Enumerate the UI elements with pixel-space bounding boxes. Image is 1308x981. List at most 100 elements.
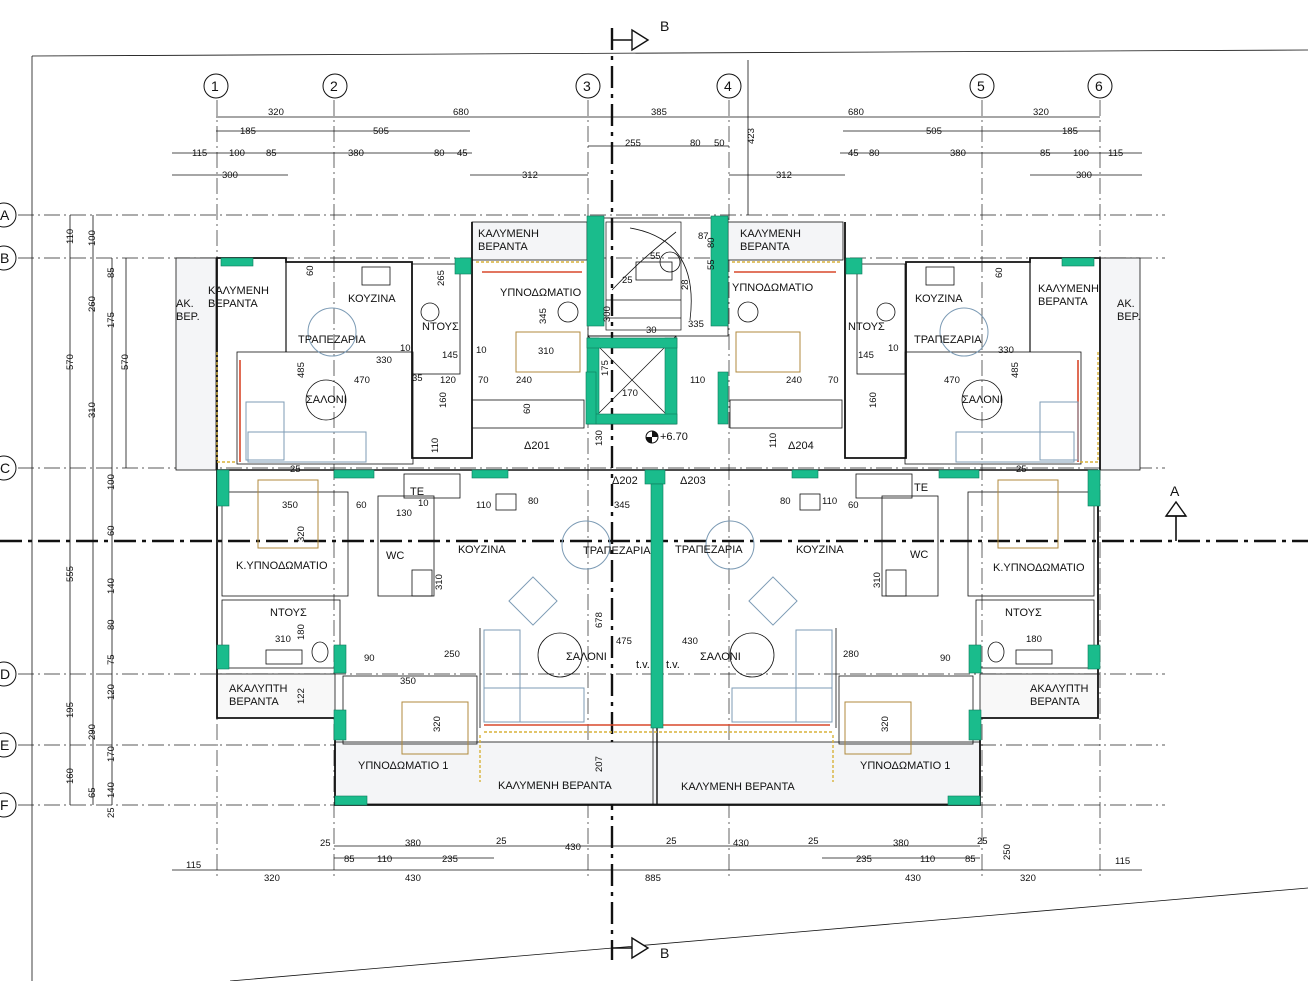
dim: 30: [646, 325, 657, 336]
dim: 60: [994, 267, 1005, 278]
dim: 170: [622, 388, 638, 399]
room-label: ΚΑΛΥΜΕΝΗ ΒΕΡΑΝΤΑ: [498, 780, 612, 792]
room-label: ΣΑΛΟΝΙ: [700, 651, 741, 663]
dim: 485: [296, 362, 307, 378]
dim: 85: [106, 267, 117, 278]
dim: 85: [1040, 148, 1051, 159]
room-label: ΚΟΥΖΙΝΑ: [348, 293, 396, 305]
room-label: ΥΠΝΟΔΩΜΑΤΙΟ: [732, 282, 814, 294]
room-label: ΒΕΡ.: [176, 311, 200, 323]
dim: 80: [106, 619, 117, 630]
axis-label-A: A: [0, 207, 10, 223]
axis-label-1: 1: [211, 78, 219, 94]
bottom-dimensions: 25 380 25 430 25 430 25 380 25 250 85 11…: [186, 836, 1130, 884]
axis-label-D: D: [0, 666, 10, 682]
dim: 310: [538, 346, 554, 357]
room-label: ΒΕΡ.: [1117, 311, 1141, 323]
room-label: Δ201: [524, 440, 550, 452]
dim: 430: [405, 873, 421, 884]
room-label: ΤΡΑΠΕΖΑΡΙΑ: [914, 334, 982, 346]
room-label: ΚΑΛΥΜΕΝΗ: [208, 285, 269, 297]
room-label: Δ204: [788, 440, 814, 452]
axis-bubbles-left: [0, 202, 17, 818]
axis-label-6: 6: [1095, 78, 1103, 94]
dim: 185: [240, 126, 256, 137]
top-dimensions: 320 680 385 680 320 185 505 505 185 115 …: [192, 107, 1123, 181]
dim: 60: [522, 403, 533, 414]
dim: 475: [616, 636, 632, 647]
dim: 110: [430, 438, 441, 453]
room-label: ΒΕΡΑΝΤΑ: [1030, 696, 1080, 708]
dim: 280: [843, 649, 859, 660]
dim: 170: [106, 746, 117, 762]
dim: 430: [682, 636, 698, 647]
dim: 80: [528, 496, 539, 507]
level-mark: [645, 430, 659, 444]
dim: 115: [192, 148, 207, 159]
dim: 85: [344, 854, 355, 865]
dim: 10: [476, 345, 487, 356]
dim: 110: [65, 229, 76, 244]
dim: 330: [376, 355, 392, 366]
dim: 678: [594, 612, 605, 628]
dim: 87: [698, 231, 709, 242]
dim: 25: [808, 836, 819, 847]
dim: 320: [1033, 107, 1049, 118]
dim: 300: [1076, 170, 1092, 181]
dim: 25: [106, 807, 117, 818]
room-label: ΚΟΥΖΙΝΑ: [458, 544, 506, 556]
dim: 60: [848, 500, 859, 511]
dim: 45: [848, 148, 859, 159]
room-label: WC: [910, 549, 928, 561]
room-label: ΒΕΡΑΝΤΑ: [1038, 296, 1088, 308]
dim: 115: [1115, 856, 1130, 867]
room-label: ΒΕΡΑΝΤΑ: [208, 298, 258, 310]
room-label: Δ202: [612, 475, 638, 487]
room-label: ΒΕΡΑΝΤΑ: [478, 241, 528, 253]
section-mark-bottom: B: [660, 945, 669, 961]
dim: 310: [872, 572, 883, 588]
dim: 45: [457, 148, 468, 159]
dim: 175: [600, 360, 611, 376]
dim: 175: [106, 312, 117, 328]
room-label: ΝΤΟΥΣ: [848, 321, 885, 333]
dim: 115: [186, 860, 201, 871]
room-label: ΚΟΥΖΙΝΑ: [915, 293, 963, 305]
dim: 265: [436, 270, 447, 286]
axis-label-C: C: [0, 460, 10, 476]
axis-bubbles-top: [203, 73, 1113, 99]
room-label: ΣΑΛΟΝΙ: [566, 651, 607, 663]
dim: 130: [594, 430, 605, 446]
room-label: WC: [386, 550, 404, 562]
dim: 345: [538, 308, 549, 324]
dim: 207: [594, 756, 605, 772]
dim: 350: [282, 500, 298, 511]
dim: 110: [476, 500, 491, 511]
room-label: ΚΟΥΖΙΝΑ: [796, 544, 844, 556]
dim: 240: [786, 375, 802, 386]
dim: 320: [296, 526, 307, 542]
room-label: ΚΑΛΥΜΕΝΗ ΒΕΡΑΝΤΑ: [681, 781, 795, 793]
dim: 310: [434, 574, 445, 590]
dim: 110: [768, 433, 779, 448]
dim: 335: [688, 319, 704, 330]
room-label: ΤΡΑΠΕΖΑΡΙΑ: [583, 545, 651, 557]
room-label: ΝΤΟΥΣ: [1005, 607, 1042, 619]
room-label: Κ.ΥΠΝΟΔΩΜΑΤΙΟ: [993, 562, 1085, 574]
room-label: ΑΚΑΛΥΠΤΗ: [229, 683, 288, 695]
room-label: ΤΡΑΠΕΖΑΡΙΑ: [675, 544, 743, 556]
room-label: ΑΚ.: [176, 298, 194, 310]
dim: 235: [856, 854, 872, 865]
dim: 320: [268, 107, 284, 118]
dim: 885: [645, 873, 661, 884]
dim: 110: [377, 854, 392, 865]
dim: 380: [950, 148, 966, 159]
dim: 122: [296, 688, 307, 704]
dim: 235: [442, 854, 458, 865]
dim: 55: [706, 259, 717, 270]
dim: 90: [940, 653, 951, 664]
dim: 25: [320, 838, 331, 849]
axis-label-F: F: [0, 797, 9, 813]
room-label: t.v.: [666, 659, 680, 671]
